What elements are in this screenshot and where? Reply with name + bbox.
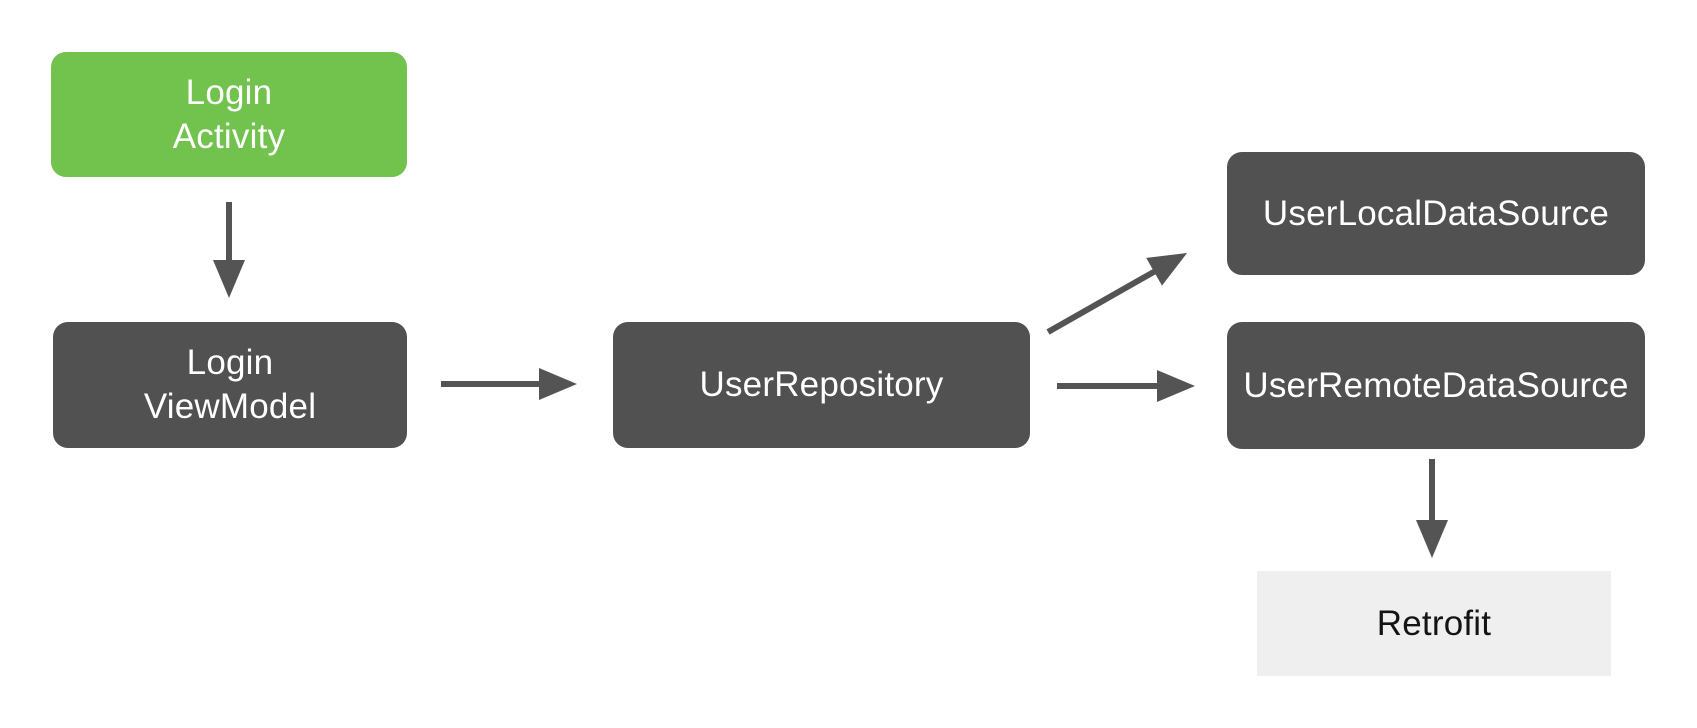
node-user-repository: UserRepository — [613, 322, 1030, 448]
node-user-remote-datasource: UserRemoteDataSource — [1227, 322, 1645, 449]
node-login-viewmodel: Login ViewModel — [53, 322, 407, 448]
node-user-remote-datasource-label: UserRemoteDataSource — [1243, 365, 1629, 405]
node-user-repository-label: UserRepository — [699, 365, 944, 405]
node-login-viewmodel-label: Login ViewModel — [143, 343, 317, 426]
node-retrofit: Retrofit — [1257, 571, 1611, 676]
node-retrofit-label: Retrofit — [1376, 603, 1492, 643]
arrow-user-repository-to-user-local-datasource — [1046, 253, 1188, 335]
node-user-local-datasource-label: UserLocalDataSource — [1262, 193, 1610, 233]
node-login-activity-label: Login Activity — [172, 72, 286, 156]
node-user-local-datasource: UserLocalDataSource — [1227, 152, 1645, 275]
node-login-activity: Login Activity — [51, 52, 407, 177]
